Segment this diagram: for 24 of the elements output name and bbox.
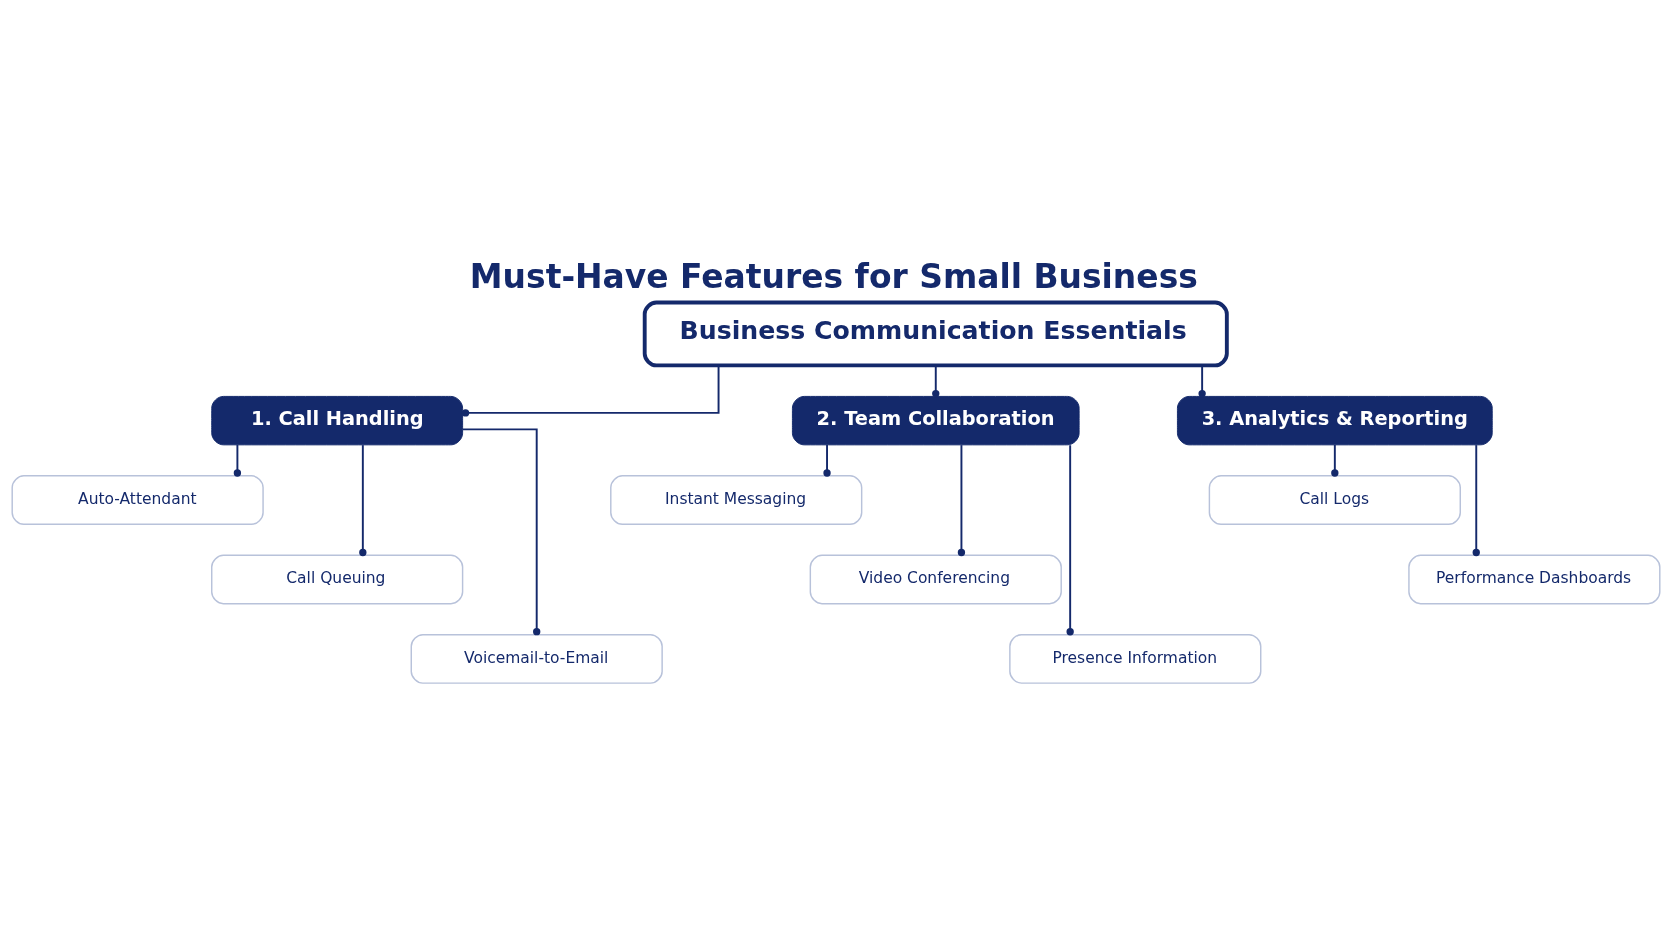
node-box: Voicemail-to-Email — [410, 633, 663, 684]
node-box: Business Communication Essentials — [642, 300, 1229, 367]
diagram-title: Must-Have Features for Small Business — [469, 256, 1198, 296]
node-box: Video Conferencing — [809, 554, 1062, 604]
connector — [932, 364, 940, 397]
node-box: Call Queuing — [211, 554, 464, 604]
connector — [359, 443, 367, 556]
connector — [957, 443, 966, 556]
node-box: 3. Analytics & Reporting — [1176, 395, 1493, 445]
node-box: Presence Information — [1009, 633, 1262, 684]
node-box: 2. Team Collaboration — [791, 395, 1080, 445]
node-box: Call Logs — [1208, 474, 1461, 525]
node-box: Performance Dashboards — [1408, 554, 1661, 604]
connector — [461, 364, 720, 417]
connector — [1198, 364, 1206, 397]
connector — [823, 443, 831, 477]
node-box: Auto-Attendant — [11, 474, 264, 525]
connector — [233, 443, 242, 477]
connector — [461, 427, 541, 635]
node-box: 1. Call Handling — [211, 395, 464, 445]
connector — [1066, 443, 1074, 635]
connector — [1472, 443, 1480, 556]
connector — [1331, 443, 1339, 477]
node-box: Instant Messaging — [610, 474, 863, 525]
